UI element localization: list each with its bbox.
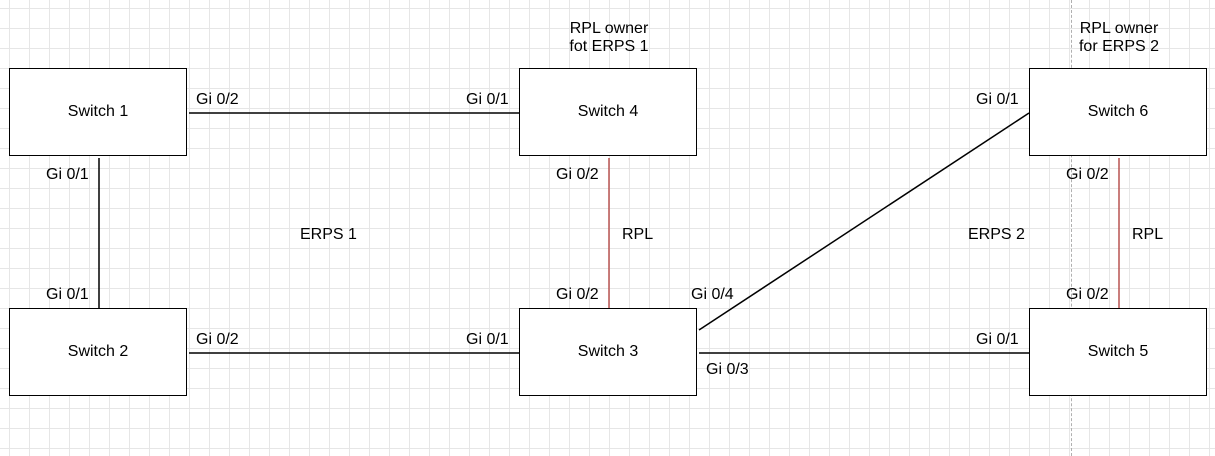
switch-6-label: Switch 6 bbox=[1087, 103, 1149, 120]
rpl-label-erps2: RPL bbox=[1132, 226, 1164, 243]
port-label-s1-gi02: Gi 0/2 bbox=[196, 91, 239, 108]
rpl-owner-erps1-line1: RPL owner bbox=[569, 20, 649, 37]
port-label-s2-gi01: Gi 0/1 bbox=[46, 286, 89, 303]
port-label-s2-gi02: Gi 0/2 bbox=[196, 331, 239, 348]
link-switch3-switch6[interactable] bbox=[698, 112, 1030, 331]
switch-2-label: Switch 2 bbox=[67, 343, 129, 360]
port-label-s6-gi01: Gi 0/1 bbox=[976, 91, 1019, 108]
switch-2-node[interactable]: Switch 2 bbox=[9, 308, 187, 396]
rpl-owner-erps2-line2: for ERPS 2 bbox=[1078, 38, 1160, 55]
switch-5-node[interactable]: Switch 5 bbox=[1029, 308, 1207, 396]
rpl-owner-erps1-line2: fot ERPS 1 bbox=[569, 38, 649, 55]
rpl-owner-erps1-note: RPL owner fot ERPS 1 bbox=[549, 20, 669, 56]
switch-3-label: Switch 3 bbox=[577, 343, 639, 360]
port-label-s5-gi02: Gi 0/2 bbox=[1066, 286, 1109, 303]
port-label-s1-gi01: Gi 0/1 bbox=[46, 166, 89, 183]
rpl-owner-erps2-line1: RPL owner bbox=[1079, 20, 1159, 37]
rpl-label-erps1: RPL bbox=[622, 226, 654, 243]
rpl-owner-erps2-note: RPL owner for ERPS 2 bbox=[1059, 20, 1179, 56]
switch-4-node[interactable]: Switch 4 bbox=[519, 68, 697, 156]
switch-5-label: Switch 5 bbox=[1087, 343, 1149, 360]
port-label-s3-gi02: Gi 0/2 bbox=[556, 286, 599, 303]
port-label-s4-gi02: Gi 0/2 bbox=[556, 166, 599, 183]
port-label-s3-gi03: Gi 0/3 bbox=[706, 361, 749, 378]
switch-1-node[interactable]: Switch 1 bbox=[9, 68, 187, 156]
port-label-s6-gi02: Gi 0/2 bbox=[1066, 166, 1109, 183]
port-label-s5-gi01: Gi 0/1 bbox=[976, 331, 1019, 348]
erps2-ring-label: ERPS 2 bbox=[968, 226, 1025, 243]
switch-1-label: Switch 1 bbox=[67, 103, 129, 120]
erps1-ring-label: ERPS 1 bbox=[300, 226, 357, 243]
switch-3-node[interactable]: Switch 3 bbox=[519, 308, 697, 396]
port-label-s4-gi01: Gi 0/1 bbox=[466, 91, 509, 108]
port-label-s3-gi01: Gi 0/1 bbox=[466, 331, 509, 348]
switch-6-node[interactable]: Switch 6 bbox=[1029, 68, 1207, 156]
port-label-s3-gi04: Gi 0/4 bbox=[691, 286, 734, 303]
vertical-guide-line bbox=[1071, 0, 1072, 456]
switch-4-label: Switch 4 bbox=[577, 103, 639, 120]
